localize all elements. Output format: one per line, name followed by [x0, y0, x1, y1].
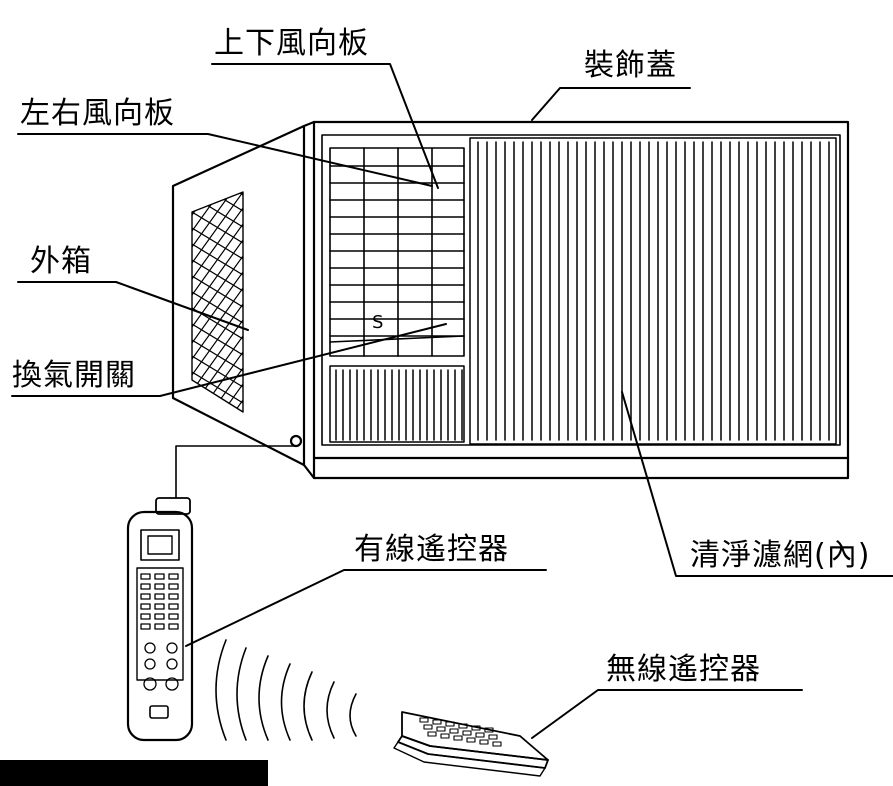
label-wireless-remote: 無線遙控器 [606, 652, 761, 687]
wired-remote-body [126, 510, 194, 742]
ac-unit [171, 120, 850, 480]
side-knob [289, 434, 303, 448]
front-frame [312, 120, 850, 480]
signal-waves [215, 639, 357, 741]
label-wired-remote: 有線遙控器 [354, 532, 509, 567]
label-outer-case: 外箱 [30, 244, 92, 279]
svg-text:S: S [372, 312, 383, 333]
label-updown-louver: 上下風向板 [214, 26, 369, 61]
louver-grid: S [329, 147, 465, 357]
leader-lines [11, 63, 893, 739]
wired-remote-drawing [126, 445, 297, 742]
filter-panel [469, 137, 837, 445]
side-grille [191, 191, 244, 413]
label-decor-cover: 裝飾蓋 [584, 48, 677, 83]
black-bar [0, 760, 268, 786]
label-vent-switch: 換氣開關 [12, 358, 136, 393]
label-filter: 清淨濾網(內) [690, 538, 871, 573]
lower-intake [329, 365, 465, 443]
label-leftright-louver: 左右風向板 [20, 96, 175, 131]
wireless-remote-drawing [393, 711, 549, 777]
